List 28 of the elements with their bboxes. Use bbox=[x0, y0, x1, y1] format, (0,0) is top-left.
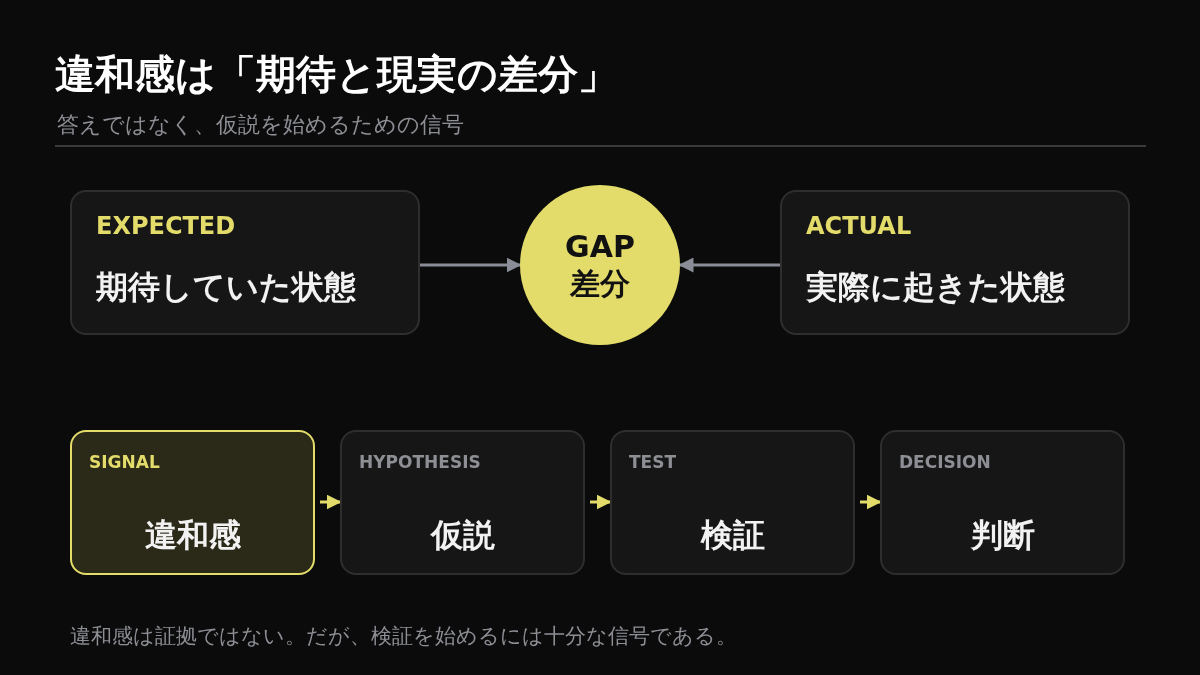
step-card bbox=[610, 430, 855, 575]
card-heading: EXPECTED bbox=[96, 212, 236, 240]
card-heading: DECISION bbox=[899, 452, 991, 472]
card-heading: ACTUAL bbox=[806, 212, 912, 240]
card-text: 実際に起きた状態 bbox=[806, 267, 1065, 308]
arrow bbox=[590, 494, 612, 510]
card-heading: SIGNAL bbox=[89, 452, 160, 472]
state-card bbox=[780, 190, 1130, 335]
card-text: 違和感 bbox=[143, 515, 242, 556]
card-heading: HYPOTHESIS bbox=[359, 452, 481, 472]
circle-label: 差分 bbox=[570, 265, 630, 303]
step-card bbox=[880, 430, 1125, 575]
step-card bbox=[340, 430, 585, 575]
state-card bbox=[70, 190, 420, 335]
arrow bbox=[678, 257, 780, 273]
card-text: 判断 bbox=[969, 515, 1036, 556]
arrow bbox=[860, 494, 882, 510]
card-heading: TEST bbox=[629, 452, 677, 472]
card-text: 期待していた状態 bbox=[96, 267, 356, 308]
title: 違和感は「期待と現実の差分」 bbox=[55, 50, 618, 98]
circle-label: GAP bbox=[565, 227, 635, 265]
step-card bbox=[70, 430, 315, 575]
arrow bbox=[420, 257, 522, 273]
subtitle: 答えではなく、仮説を始めるための信号 bbox=[57, 111, 464, 139]
card-text: 検証 bbox=[699, 515, 766, 556]
card-text: 仮説 bbox=[429, 515, 496, 556]
arrow bbox=[320, 494, 342, 510]
caption: 違和感は証拠ではない。だが、検証を始めるには十分な信号である。 bbox=[70, 623, 737, 650]
